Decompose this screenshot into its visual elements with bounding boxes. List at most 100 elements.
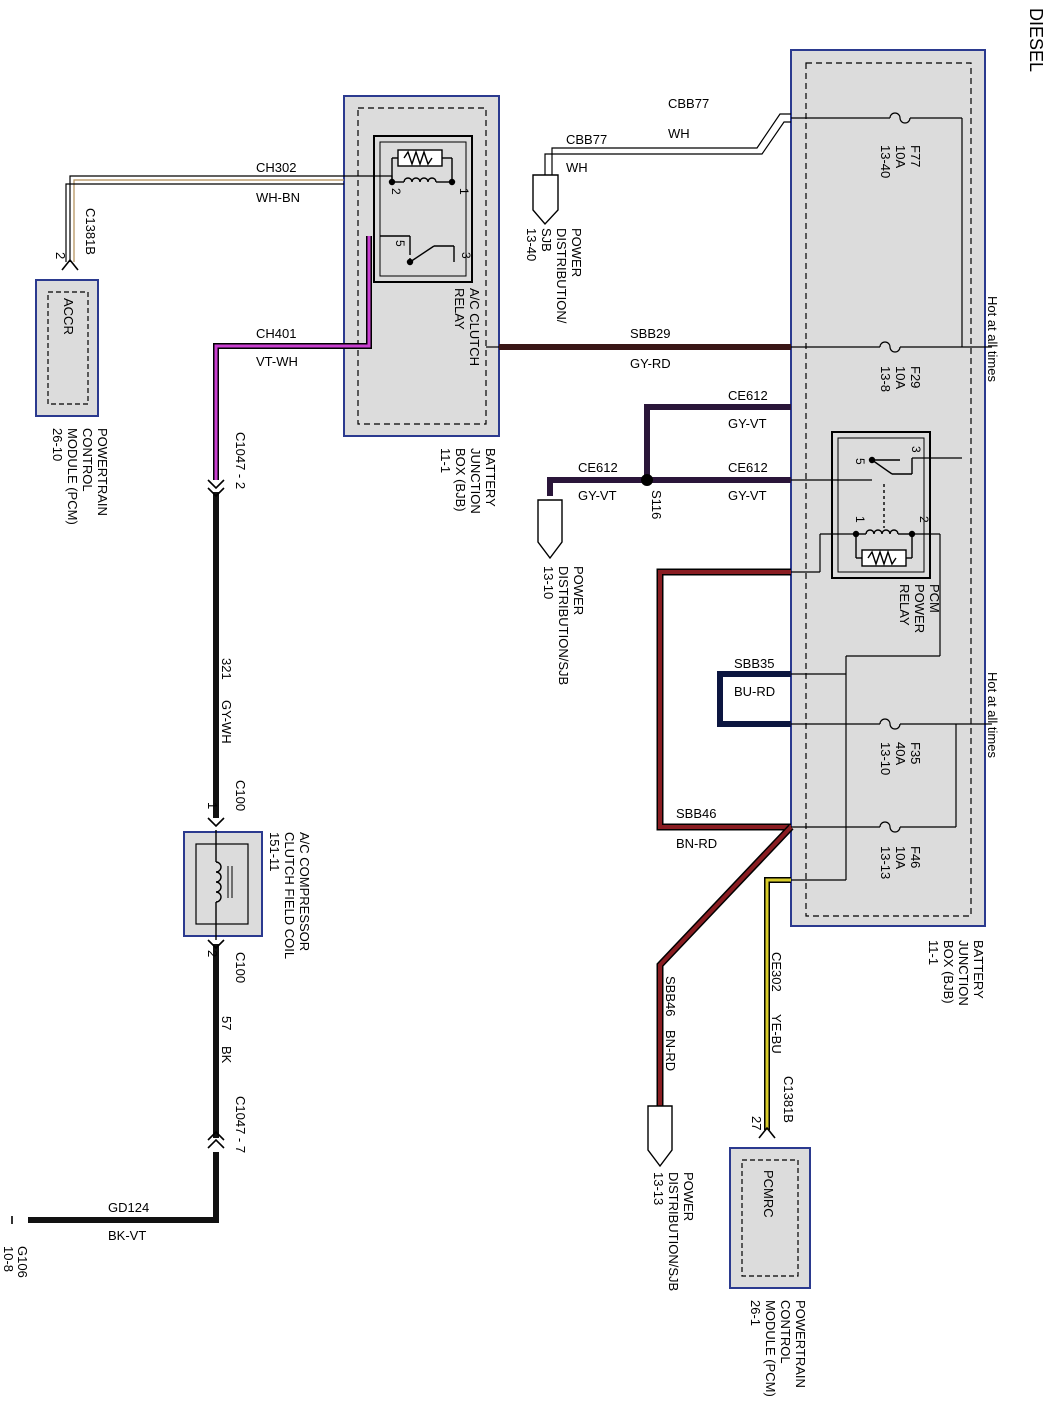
svg-text:DISTRIBUTION/SJB: DISTRIBUTION/SJB (666, 1172, 681, 1291)
svg-text:RELAY: RELAY (452, 288, 467, 330)
svg-text:C1047 - 2: C1047 - 2 (233, 432, 248, 489)
connector-markers (11, 258, 776, 1224)
connector-labels: C1047 - 2 C1047 - 7 S116 (233, 432, 664, 1153)
svg-text:POWERTRAIN: POWERTRAIN (95, 428, 110, 516)
svg-text:POWER: POWER (912, 584, 927, 633)
svg-text:10A: 10A (893, 366, 908, 389)
svg-text:CONTROL: CONTROL (80, 428, 95, 492)
svg-text:WH: WH (566, 160, 588, 175)
svg-text:GY-WH: GY-WH (219, 700, 234, 744)
svg-text:CE612: CE612 (728, 388, 768, 403)
svg-text:S116: S116 (649, 490, 664, 519)
svg-text:A/C COMPRESSOR: A/C COMPRESSOR (297, 832, 312, 951)
svg-text:WH: WH (668, 126, 690, 141)
hot-note-2: Hot at all times (985, 672, 1000, 758)
svg-text:BN-RD: BN-RD (663, 1030, 678, 1071)
svg-text:GY-RD: GY-RD (630, 356, 671, 371)
pcm-accr-box: ACCR (35, 279, 99, 417)
svg-text:BATTERY: BATTERY (971, 940, 986, 999)
svg-text:C100: C100 (233, 952, 248, 983)
svg-text:CONTROL: CONTROL (778, 1300, 793, 1364)
svg-text:CH401: CH401 (256, 326, 296, 341)
svg-text:27: 27 (749, 1116, 764, 1130)
svg-text:10A: 10A (893, 846, 908, 869)
svg-text:GY-VT: GY-VT (728, 488, 767, 503)
svg-text:13-40: 13-40 (524, 228, 539, 261)
ac-relay-pins: 2 1 5 3 (389, 188, 473, 259)
svg-text:2: 2 (917, 516, 931, 523)
svg-text:DISTRIBUTION/SJB: DISTRIBUTION/SJB (556, 566, 571, 685)
ground-label: G106 10-8 (1, 1246, 30, 1278)
svg-text:2: 2 (53, 252, 68, 259)
svg-text:WH-BN: WH-BN (256, 190, 300, 205)
svg-text:POWER: POWER (571, 566, 586, 615)
svg-text:BK-VT: BK-VT (108, 1228, 146, 1243)
wire-321-57-gd124 (28, 492, 219, 1223)
svg-text:SJB: SJB (539, 228, 554, 252)
fuse-labels: F77 10A 13-40 F29 10A 13-8 F35 40A 13-10… (878, 145, 923, 879)
svg-text:C1381B: C1381B (83, 208, 98, 255)
wire-ce612 (547, 404, 791, 496)
svg-text:11-1: 11-1 (926, 940, 941, 965)
ac-relay-label: A/C CLUTCH RELAY (452, 288, 482, 366)
svg-text:POWER: POWER (569, 228, 584, 277)
svg-text:VT-WH: VT-WH (256, 354, 298, 369)
svg-text:11-1: 11-1 (438, 448, 453, 473)
splice-s116 (641, 474, 653, 486)
bjb-right-box (790, 49, 986, 927)
svg-text:CBB77: CBB77 (566, 132, 607, 147)
svg-text:10A: 10A (893, 145, 908, 168)
wire-sbb46 (656, 568, 794, 1106)
svg-text:C1381B: C1381B (781, 1076, 796, 1123)
pcm-pcmrc-label: POWERTRAIN CONTROL MODULE (PCM) 26-1 C13… (748, 1076, 808, 1397)
svg-text:5: 5 (393, 240, 407, 247)
svg-text:1: 1 (853, 516, 867, 523)
svg-text:G106: G106 (15, 1246, 30, 1278)
svg-text:PCM: PCM (927, 584, 942, 613)
svg-text:CE612: CE612 (578, 460, 618, 475)
pcm-pcmrc-box: PCMRC (729, 1147, 811, 1289)
svg-text:GY-VT: GY-VT (728, 416, 767, 431)
bjb-left-label: BATTERY JUNCTION BOX (BJB) 11-1 (438, 448, 498, 514)
svg-text:10-8: 10-8 (1, 1246, 16, 1272)
power-dist-symbols (532, 174, 673, 1168)
svg-text:13-13: 13-13 (651, 1172, 666, 1205)
svg-text:3: 3 (459, 252, 473, 259)
svg-text:F35: F35 (908, 742, 923, 764)
svg-text:13-13: 13-13 (878, 846, 893, 879)
svg-text:ACCR: ACCR (61, 298, 76, 335)
svg-text:C1047 - 7: C1047 - 7 (233, 1096, 248, 1153)
wire-cbb77 (544, 113, 791, 175)
bjb-right-label: BATTERY JUNCTION BOX (BJB) 11-1 (926, 940, 986, 1006)
svg-text:GD124: GD124 (108, 1200, 149, 1215)
wire-ce302 (764, 877, 791, 1130)
hot-note-1: Hot at all times (985, 296, 1000, 382)
pcm-relay-pins: 3 5 1 2 (853, 446, 931, 523)
svg-text:SBB35: SBB35 (734, 656, 774, 671)
svg-text:BN-RD: BN-RD (676, 836, 717, 851)
wire-sbb35 (717, 671, 791, 727)
fuses (791, 112, 992, 881)
ac-clutch-relay (373, 135, 473, 283)
svg-text:321: 321 (219, 658, 234, 680)
svg-text:F46: F46 (908, 846, 923, 868)
svg-text:SBB46: SBB46 (676, 806, 716, 821)
svg-text:SBB46: SBB46 (663, 976, 678, 1016)
pcm-power-relay (831, 431, 931, 579)
svg-text:26-10: 26-10 (50, 428, 65, 461)
svg-text:13-10: 13-10 (541, 566, 556, 599)
svg-text:RELAY: RELAY (897, 584, 912, 626)
svg-text:BOX (BJB): BOX (BJB) (453, 448, 468, 512)
svg-text:13-40: 13-40 (878, 145, 893, 178)
svg-text:F29: F29 (908, 366, 923, 388)
pcm-accr-label: POWERTRAIN CONTROL MODULE (PCM) 26-10 C1… (50, 208, 110, 525)
svg-text:A/C CLUTCH: A/C CLUTCH (467, 288, 482, 366)
svg-text:GY-VT: GY-VT (578, 488, 617, 503)
svg-text:YE-BU: YE-BU (769, 1014, 784, 1054)
svg-text:BU-RD: BU-RD (734, 684, 775, 699)
wire-ch302 (65, 175, 393, 262)
svg-text:57: 57 (219, 1016, 234, 1030)
svg-text:CBB77: CBB77 (668, 96, 709, 111)
svg-text:2: 2 (205, 950, 220, 957)
